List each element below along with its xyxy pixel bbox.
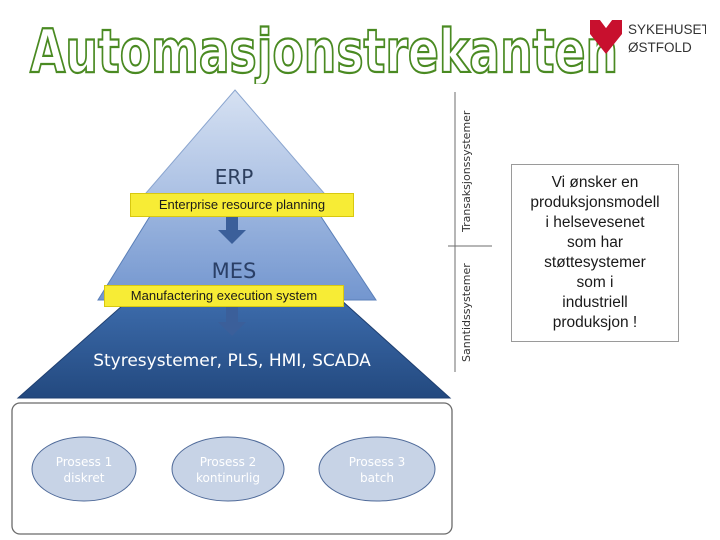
callout-line: i helsevesenet — [545, 214, 645, 231]
process-2: Prosess 2 kontinurlig — [171, 436, 285, 502]
process-2-line2: kontinurlig — [196, 471, 260, 485]
arrow-erp-to-mes-icon — [218, 212, 246, 244]
process-1: Prosess 1 diskret — [31, 436, 137, 502]
process-2-line1: Prosess 2 — [200, 455, 257, 469]
callout-line: Vi ønsker en — [551, 174, 639, 191]
callout-line: industriell — [562, 294, 628, 311]
process-1-line1: Prosess 1 — [56, 455, 113, 469]
process-1-line2: diskret — [64, 471, 105, 485]
mes-subtitle: Manufactering execution system — [104, 285, 344, 307]
mes-label: MES — [212, 259, 257, 283]
callout-box: Vi ønsker en produksjonsmodell i helseve… — [511, 164, 679, 342]
erp-subtitle: Enterprise resource planning — [130, 193, 354, 217]
callout-line: som har — [567, 234, 623, 251]
callout-line: som i — [576, 274, 614, 291]
process-3: Prosess 3 batch — [318, 436, 436, 502]
page-title: Automasjonstrekanten — [29, 16, 619, 84]
page-title-text: Automasjonstrekanten — [30, 17, 618, 84]
process-3-line1: Prosess 3 — [349, 455, 406, 469]
callout-text: Vi ønsker en produksjonsmodell i helseve… — [530, 173, 659, 333]
realtime-systems-label: Sanntidssystemer — [460, 263, 473, 362]
logo-heart-icon — [590, 20, 622, 54]
callout-line: produksjon ! — [552, 314, 638, 331]
arrow-mes-to-control-icon — [218, 304, 246, 336]
transaction-systems-label: Transaksjonssystemer — [460, 110, 473, 233]
logo-line2: ØSTFOLD — [628, 40, 692, 55]
hospital-logo: SYKEHUSET ØSTFOLD — [590, 20, 706, 55]
erp-label: ERP — [215, 165, 254, 189]
callout-line: produksjonsmodell — [530, 194, 660, 211]
logo-line1: SYKEHUSET — [628, 22, 706, 37]
control-systems-label: Styresystemer, PLS, HMI, SCADA — [93, 351, 371, 371]
callout-line: støttesystemer — [544, 254, 646, 271]
process-3-line2: batch — [360, 471, 394, 485]
